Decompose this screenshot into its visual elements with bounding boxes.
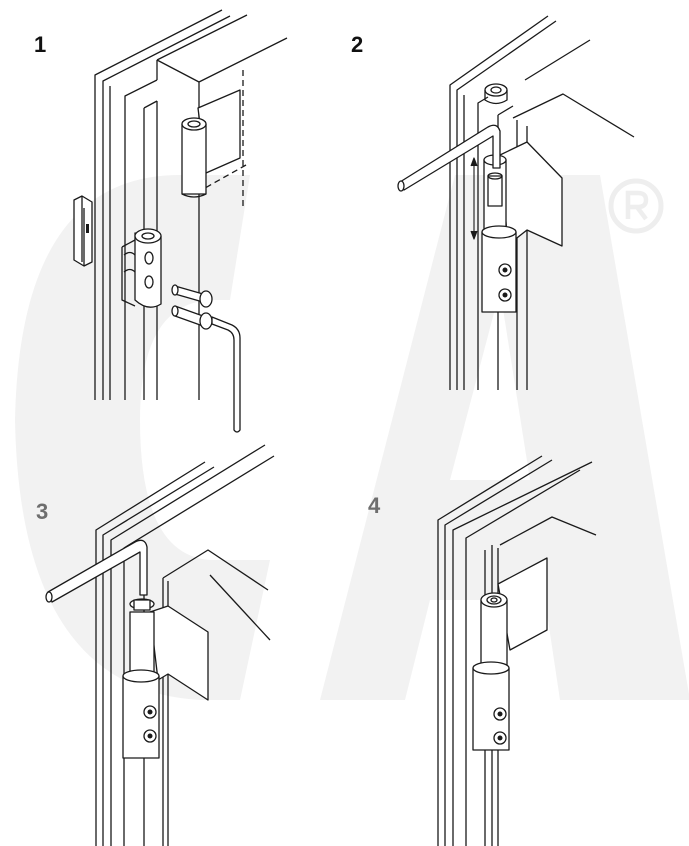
- grub-screw-upper: [171, 284, 213, 308]
- watermark-c-shape: [15, 175, 270, 700]
- window-sash: [162, 549, 271, 846]
- window-sash: [512, 39, 635, 390]
- cover-strip: [73, 195, 93, 267]
- grub-screw-lower: [171, 305, 213, 330]
- hinge-body-lower: [122, 669, 160, 759]
- step-1-label: 1: [34, 32, 47, 57]
- hinge-barrel-upper: [129, 598, 155, 681]
- window-frame: [94, 9, 231, 400]
- allen-key: [45, 539, 148, 603]
- watermark-a-shape: [320, 175, 689, 700]
- window-frame: [449, 15, 557, 390]
- step-2-diagram: [397, 15, 635, 390]
- window-frame: [437, 455, 593, 846]
- top-cap-icon: [484, 83, 508, 105]
- hinge-body-lower: [472, 661, 510, 751]
- step-3-diagram: [45, 444, 275, 846]
- step-2-label: 2: [351, 32, 364, 57]
- hinge-barrel-upper: [181, 117, 207, 198]
- vertical-adjust-arrow-icon: [470, 157, 478, 240]
- hinge-body-lower: [121, 228, 162, 308]
- window-frame: [95, 444, 275, 846]
- registered-mark-icon: [608, 178, 664, 234]
- step-1-diagram: [73, 9, 288, 433]
- watermark-logo: [15, 175, 689, 700]
- step-4-diagram: [437, 455, 597, 846]
- hinge-body-lower: [481, 225, 517, 313]
- allen-key: [397, 124, 501, 192]
- construction-lines: [204, 70, 247, 208]
- window-sash: [156, 14, 288, 400]
- step-4-label: 4: [368, 493, 381, 518]
- allen-key: [211, 316, 241, 433]
- step-3-label: 3: [36, 499, 49, 524]
- hinge-barrel-upper: [480, 592, 508, 673]
